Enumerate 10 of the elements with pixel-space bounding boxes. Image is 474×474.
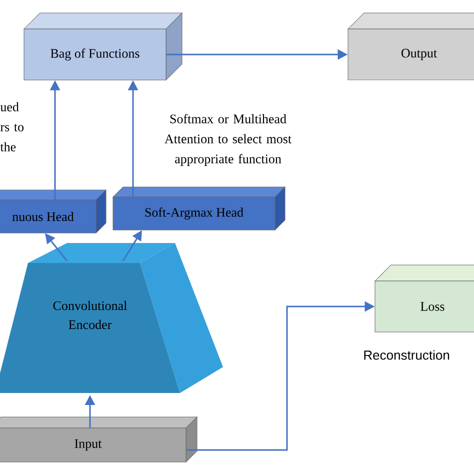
note-text: Softmax or Multihead Attention to select most appropriate function (164, 114, 292, 166)
output-box: Output (348, 12, 474, 80)
input-box: Input (0, 416, 198, 462)
note-text: ued rs to the (0, 102, 24, 152)
head-box: nuous Head (0, 190, 106, 234)
function-bag-box: Bag of Functions (24, 12, 182, 80)
head-box: Soft-Argmax Head (112, 186, 286, 230)
encoder-block: Convolutional Encoder (0, 243, 223, 393)
loss-box: Loss (374, 264, 474, 332)
caption-text: Reconstruction (364, 350, 450, 360)
